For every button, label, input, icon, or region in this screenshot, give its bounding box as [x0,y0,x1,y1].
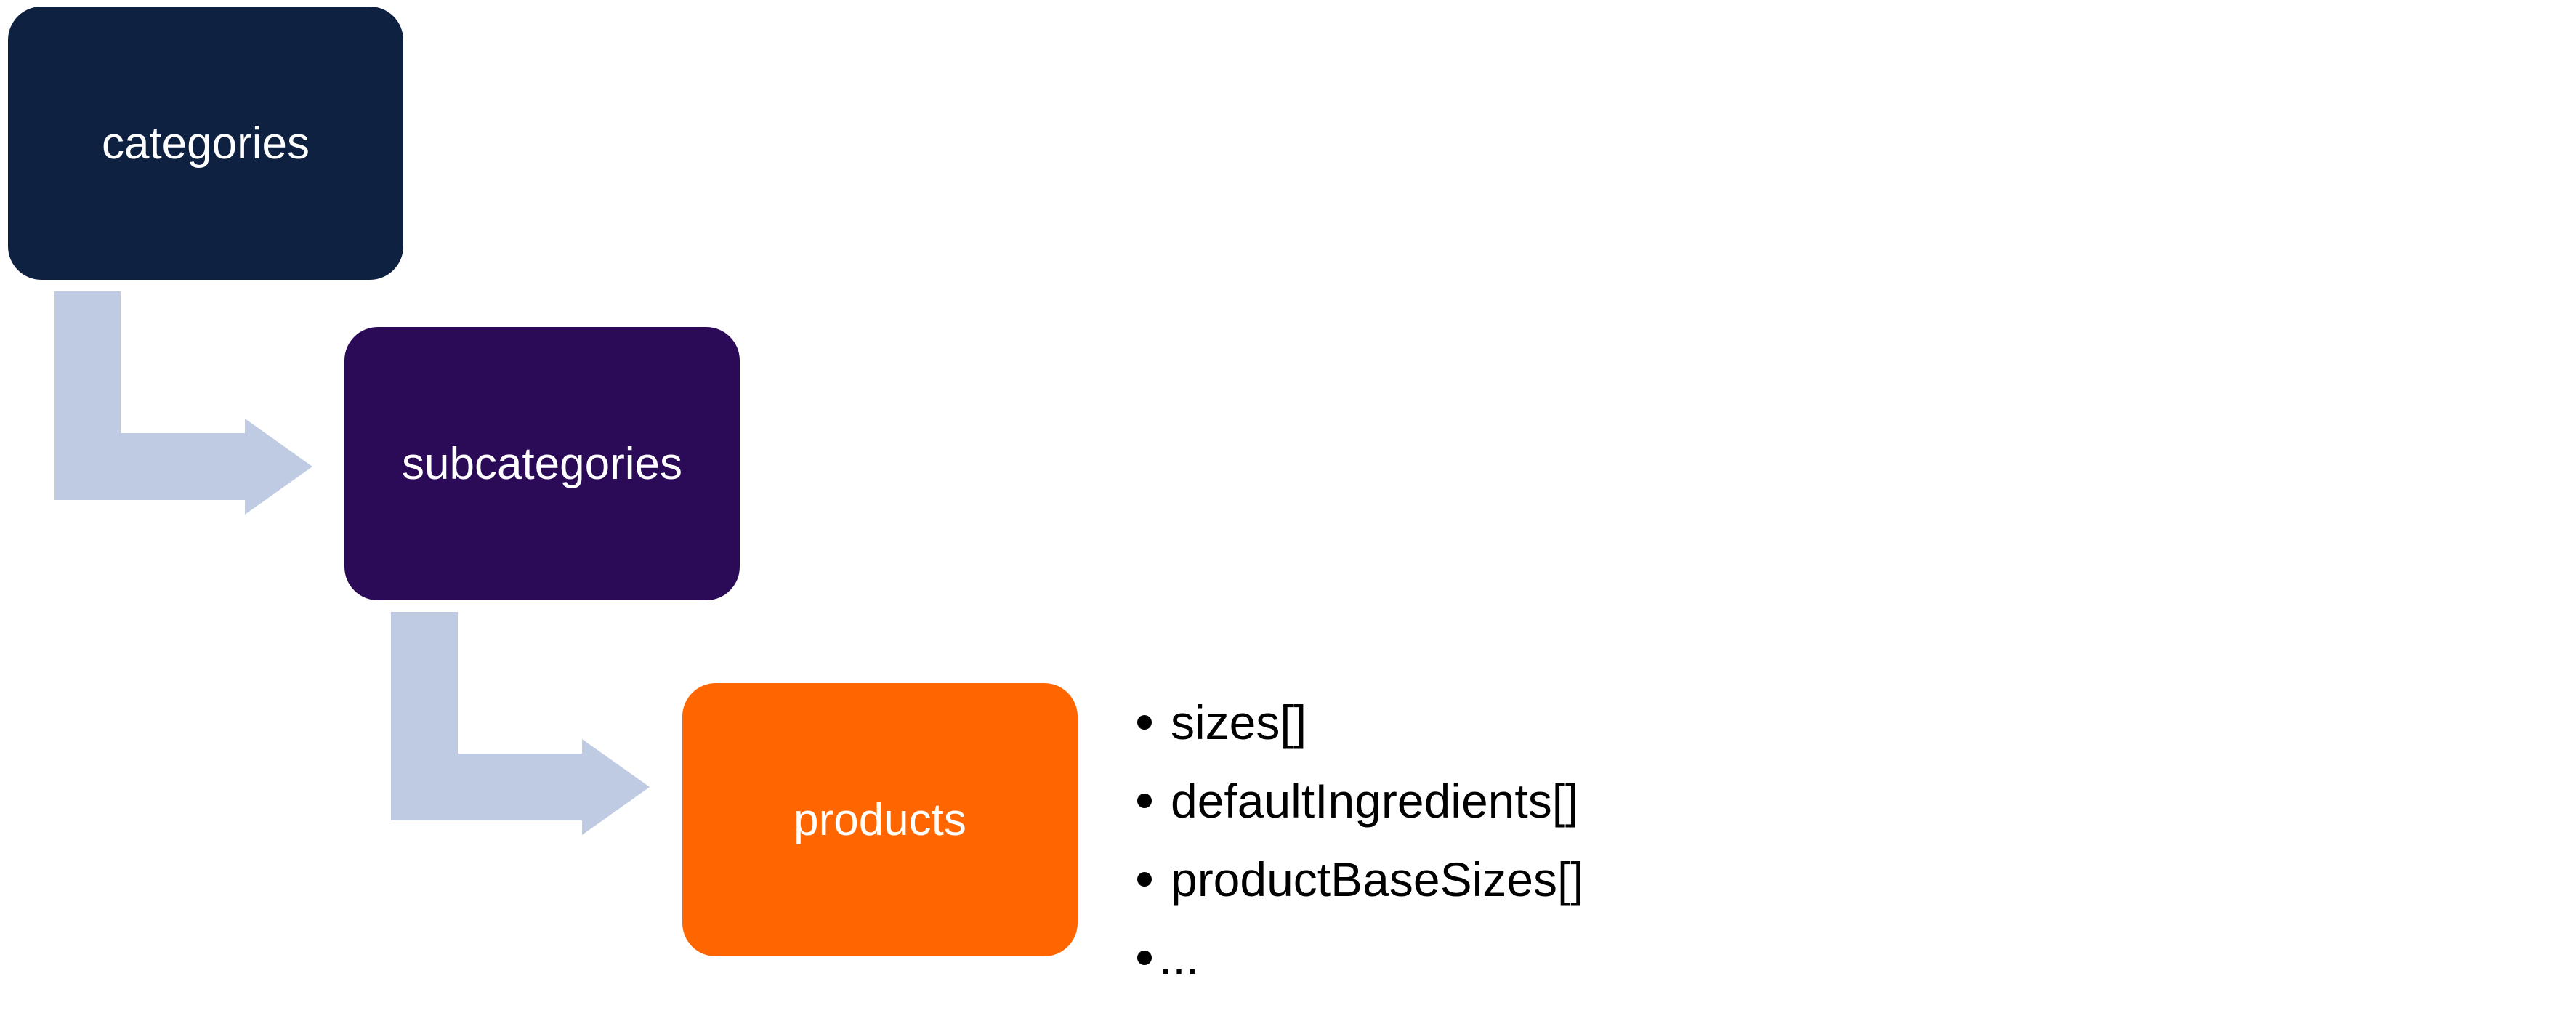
node-products: products [682,683,1078,956]
property-item: defaultIngredients[] [1128,762,1584,840]
node-categories-label: categories [101,118,310,169]
property-item: productBaseSizes[] [1128,840,1584,919]
product-properties-list: sizes[] defaultIngredients[] productBase… [1128,683,1584,997]
elbow-arrow-1 [54,291,312,514]
node-subcategories: subcategories [344,327,740,600]
property-label: productBaseSizes[] [1171,852,1584,906]
elbow-arrow-2 [391,612,650,835]
property-label: ... [1159,931,1200,985]
node-products-label: products [794,794,966,845]
node-subcategories-label: subcategories [401,438,683,489]
bullet-icon [1137,715,1152,730]
bullet-icon [1137,794,1152,808]
node-categories: categories [8,7,403,280]
property-item: sizes[] [1128,683,1584,762]
property-label: sizes[] [1171,695,1307,749]
bullet-icon [1137,872,1152,887]
property-item: ... [1128,919,1584,997]
bullet-icon [1137,951,1152,965]
property-label: defaultIngredients[] [1171,774,1579,828]
